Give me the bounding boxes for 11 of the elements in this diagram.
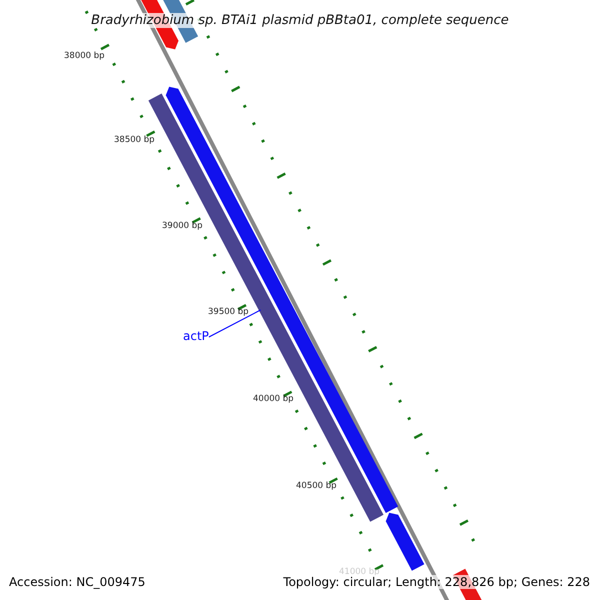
title: Bradyrhizobium sp. BTAi1 plasmid pBBta01, complete sequence	[91, 13, 509, 28]
tick-label: 39000 bp	[162, 221, 203, 231]
sequence-info-text: Topology: circular; Length: 228,826 bp; Genes: 228	[283, 575, 590, 589]
tick-label: 40000 bp	[253, 394, 294, 404]
tick-label: 38000 bp	[64, 51, 105, 61]
tick-label: 40500 bp	[296, 481, 337, 491]
gene-label: actP	[183, 329, 209, 343]
accession-text: Accession: NC_009475	[9, 575, 146, 589]
tick-label: 38500 bp	[114, 135, 155, 145]
tick-label: 39500 bp	[208, 307, 249, 317]
leader-line	[208, 310, 262, 338]
